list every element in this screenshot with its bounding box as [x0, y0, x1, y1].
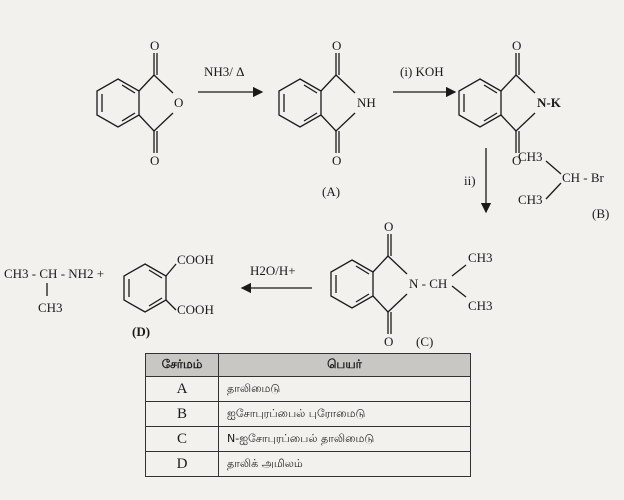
ch3-label: CH3: [468, 298, 493, 313]
cooh-label: COOH: [177, 252, 214, 267]
header-name: பெயர்: [218, 353, 471, 377]
reagent-label: H2O/H+: [250, 263, 296, 278]
isopropyl-bromide-b: CH3 CH - Br CH3 (B): [518, 149, 609, 221]
phthalic-anhydride: O O O: [97, 38, 183, 168]
oxygen-label: O: [332, 38, 341, 53]
compound-label: (C): [416, 334, 433, 349]
nh-label: NH: [357, 95, 376, 110]
compound-cell: B: [145, 401, 219, 427]
oxygen-label: O: [512, 153, 521, 168]
ch3-label: CH3: [38, 300, 63, 315]
nk-label: N-K: [537, 95, 562, 110]
oxygen-label: O: [384, 334, 393, 349]
oxygen-label: O: [150, 153, 159, 168]
name-cell: தாலிக் அமிலம்: [218, 451, 471, 477]
name-cell: தாலிமைடு: [218, 376, 471, 402]
oxygen-label: O: [332, 153, 341, 168]
compound-cell: A: [145, 376, 219, 402]
ch3-label: CH3: [468, 250, 493, 265]
oxygen-label: O: [384, 219, 393, 234]
compound-cell: C: [145, 426, 219, 452]
oxygen-label: O: [150, 38, 159, 53]
reagent-label: NH3/ Δ: [204, 64, 245, 79]
oxygen-label: O: [174, 95, 183, 110]
name-cell: N-ஐசோபுரப்பைல் தாலிமைடு: [218, 426, 471, 452]
compound-label: (D): [132, 324, 150, 339]
cooh-label: COOH: [177, 302, 214, 317]
reagent-label: (i) KOH: [400, 64, 444, 79]
reagent-label: ii): [464, 173, 476, 188]
potassium-phthalimide: O N-K O: [459, 38, 562, 168]
compound-cell: D: [145, 451, 219, 477]
oxygen-label: O: [512, 38, 521, 53]
ch-br-label: CH - Br: [562, 170, 605, 185]
phthalic-acid-d: COOH COOH (D): [123, 252, 214, 339]
compound-label: (B): [592, 206, 609, 221]
phthalimide-a: O NH O (A): [279, 38, 376, 199]
n-ch-label: N - CH: [409, 276, 447, 291]
name-cell: ஐசோபுரப்பைல் புரோமைடு: [218, 401, 471, 427]
header-compound: சேர்மம்: [145, 353, 219, 377]
n-isopropylphthalimide-c: O N - CH CH3 CH3 O (C): [331, 219, 493, 349]
compound-label: (A): [322, 184, 340, 199]
reaction-scheme: O O O NH3/ Δ O NH O (A) (i) KOH O N-K O …: [4, 38, 609, 349]
isopropylamine-formula: CH3 - CH - NH2 +: [4, 266, 104, 281]
ch3-label: CH3: [518, 192, 543, 207]
ch3-label: CH3: [518, 149, 543, 164]
table-header-row: சேர்மம் பெயர்: [145, 353, 471, 377]
